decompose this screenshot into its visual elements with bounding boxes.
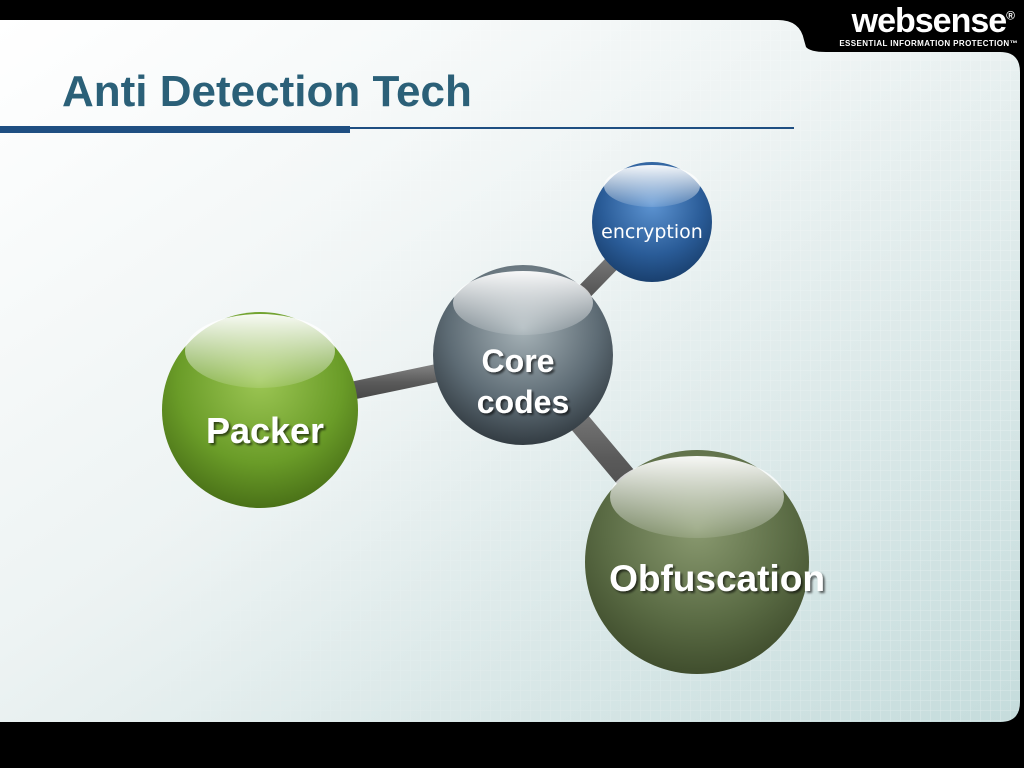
- logo-registered-mark: ®: [1006, 8, 1015, 23]
- obfuscation-label: Obfuscation: [609, 558, 825, 599]
- title-underline-thin: [350, 127, 794, 129]
- core-label-line2: codes: [477, 384, 569, 420]
- logo-tagline: ESSENTIAL INFORMATION PROTECTION™: [839, 39, 1018, 48]
- node-core: Core codes: [433, 265, 613, 445]
- packer-label: Packer: [206, 410, 324, 451]
- node-obfuscation: Obfuscation: [585, 450, 825, 674]
- node-encryption: encryption: [592, 162, 712, 282]
- title-underline-thick: [0, 126, 350, 133]
- logo-wordmark: websense: [851, 2, 1008, 40]
- encryption-label: encryption: [601, 221, 703, 243]
- websense-logo: websense®: [851, 2, 1015, 41]
- node-packer: Packer: [162, 312, 358, 508]
- core-label-line1: Core: [482, 343, 555, 379]
- slide-title: Anti Detection Tech: [62, 67, 472, 116]
